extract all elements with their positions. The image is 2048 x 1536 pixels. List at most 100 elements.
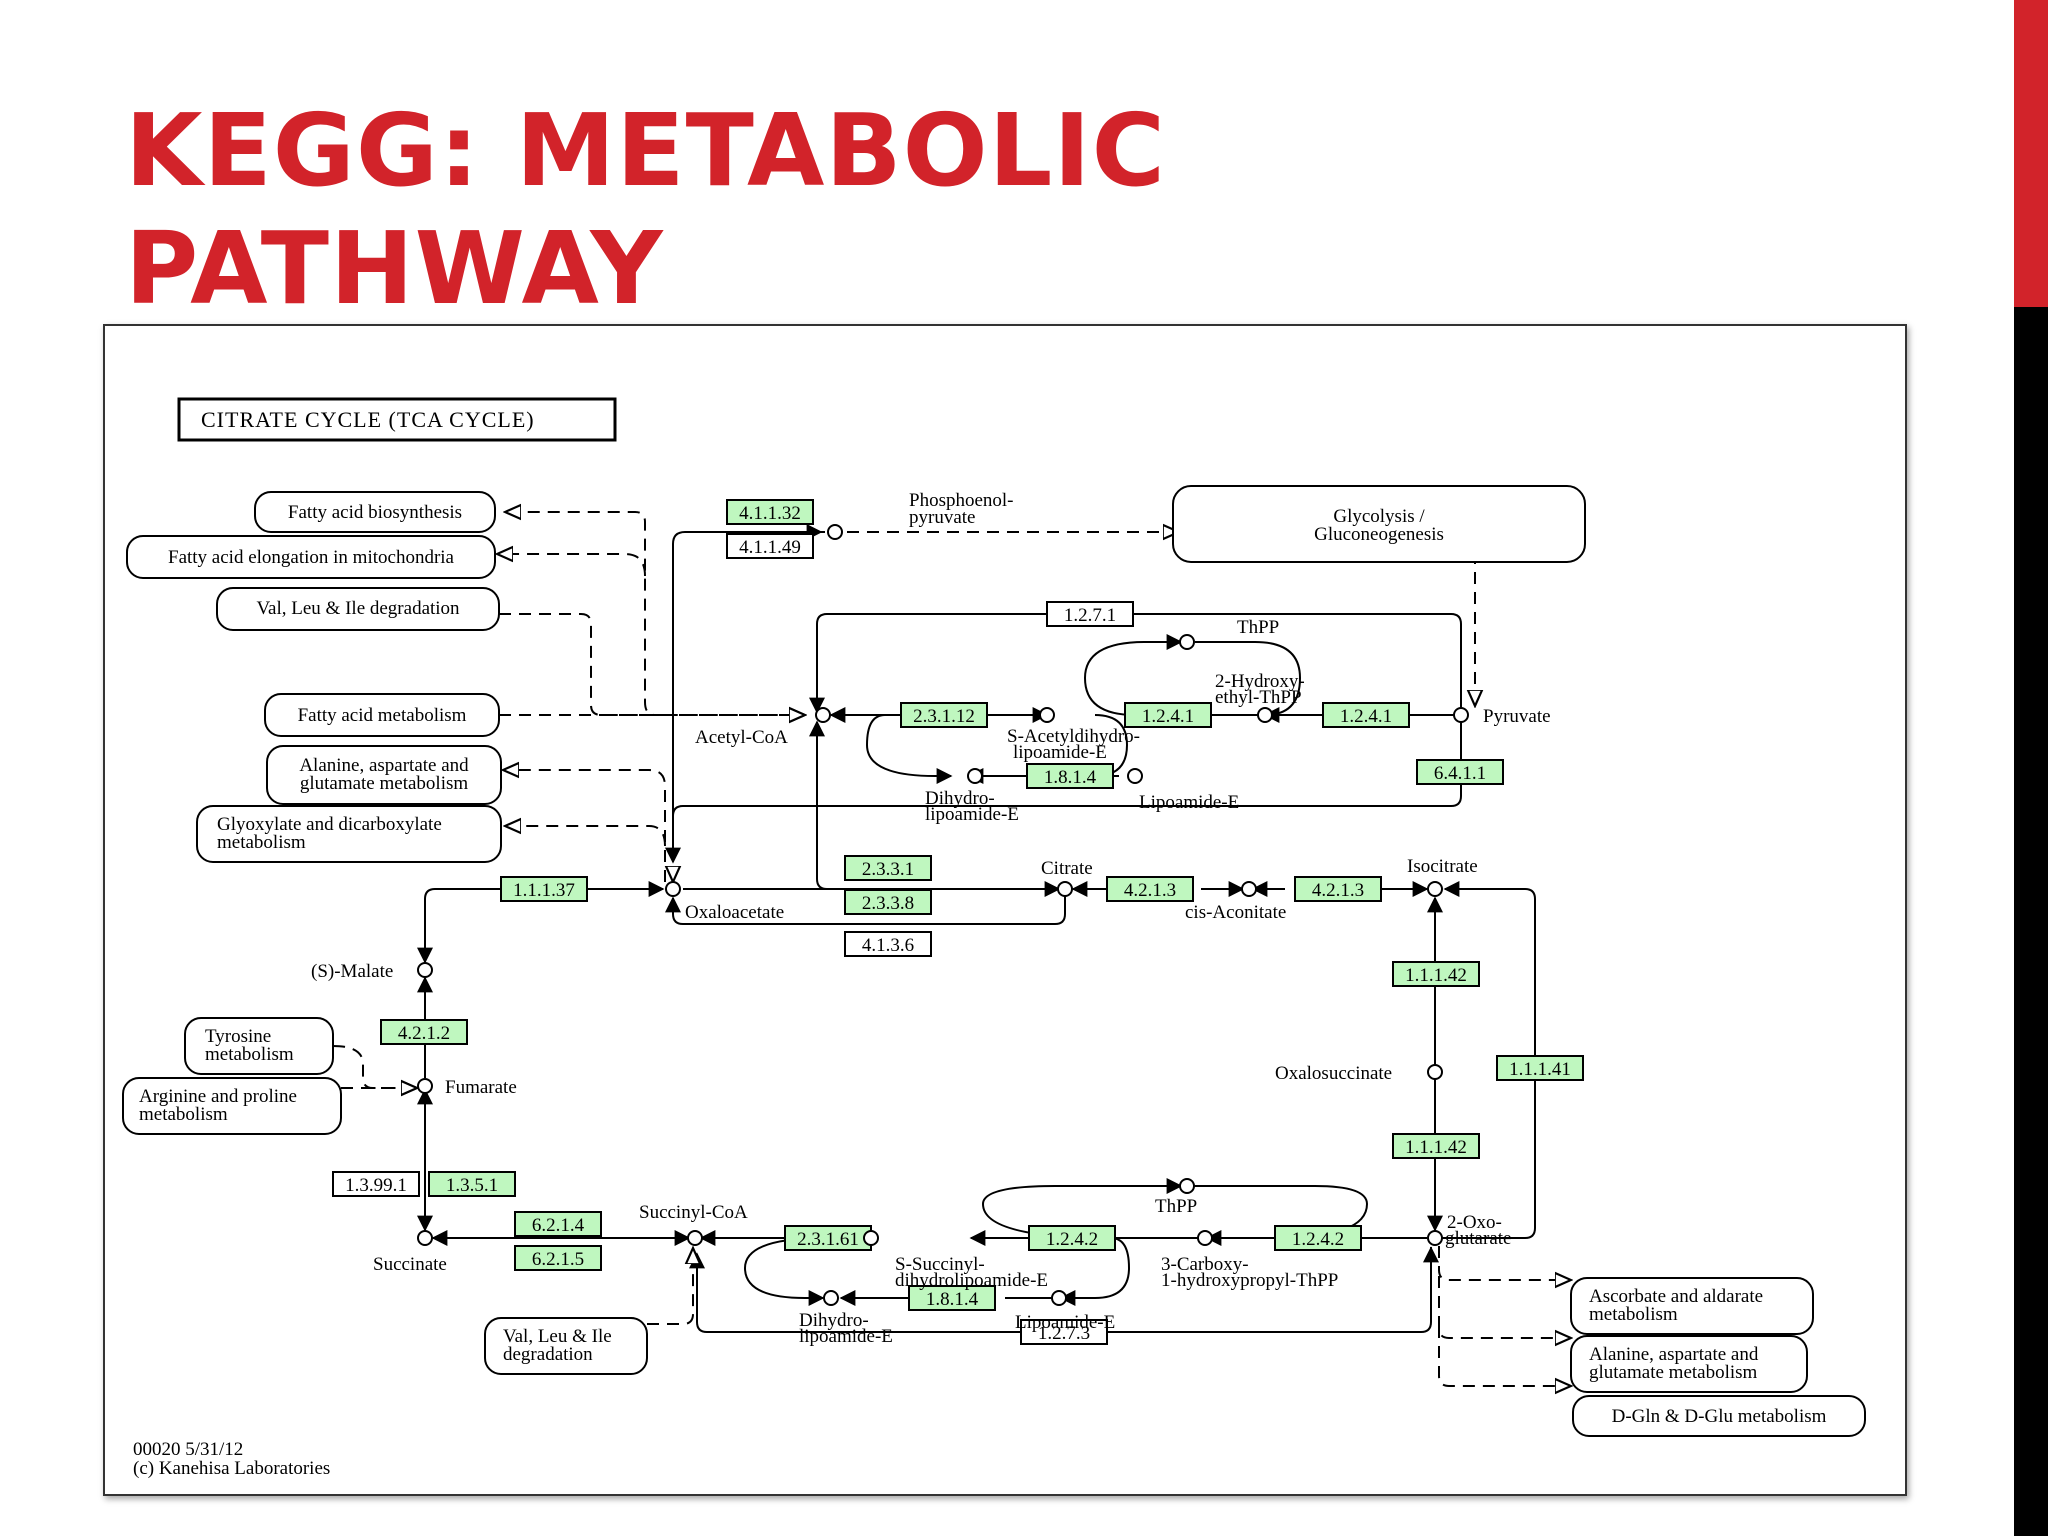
enzyme-box[interactable]: 1.2.4.2 <box>1028 1225 1116 1251</box>
compound-label: (S)-Malate <box>311 961 393 982</box>
compound-node-pyruvate[interactable] <box>1453 707 1469 723</box>
enzyme-label: 4.2.1.2 <box>398 1023 450 1044</box>
pathway-box-alanine-aspartate-glutamate-2[interactable]: Alanine, aspartate and glutamate metabol… <box>1570 1335 1808 1393</box>
compound-node-s-acetyldihydrolipoamide[interactable] <box>1039 707 1055 723</box>
enzyme-box[interactable]: 6.2.1.5 <box>514 1245 602 1271</box>
compound-node-acetyl-coa[interactable] <box>815 707 831 723</box>
pathway-label: metabolism <box>1589 1304 1678 1325</box>
pathway-label: Alanine, aspartate and <box>299 755 469 776</box>
pathway-label: metabolism <box>205 1044 294 1065</box>
compound-label: Lipoamide-E <box>1139 792 1239 813</box>
pathway-box-fatty-acid-metabolism[interactable]: Fatty acid metabolism <box>264 693 500 737</box>
compound-node-citrate[interactable] <box>1057 881 1073 897</box>
pathway-label: Fatty acid biosynthesis <box>288 502 462 523</box>
enzyme-label: 6.2.1.5 <box>532 1249 584 1270</box>
enzyme-box[interactable]: 1.2.4.1 <box>1322 702 1410 728</box>
compound-node-fumarate[interactable] <box>417 1078 433 1094</box>
compound-label: Dihydro- <box>799 1310 869 1331</box>
pathway-box-arginine-proline[interactable]: Arginine and proline metabolism <box>122 1077 342 1135</box>
enzyme-box[interactable]: 6.2.1.4 <box>514 1211 602 1237</box>
enzyme-box[interactable]: 1.2.7.3 <box>1020 1319 1108 1345</box>
enzyme-box[interactable]: 1.8.1.4 <box>1026 763 1114 789</box>
compound-node-carboxy-hydroxypropyl-thpp[interactable] <box>1197 1230 1213 1246</box>
pathway-label: Val, Leu & Ile <box>503 1326 612 1347</box>
pathway-label: Val, Leu & Ile degradation <box>256 598 460 619</box>
pathway-box-val-leu-ile-degradation-1[interactable]: Val, Leu & Ile degradation <box>216 587 500 631</box>
enzyme-label: 1.8.1.4 <box>1044 767 1097 788</box>
compound-node-hydroxyethyl-thpp[interactable] <box>1257 707 1273 723</box>
map-title-box: CITRATE CYCLE (TCA CYCLE) <box>177 397 617 442</box>
map-footer-copyright: (c) Kanehisa Laboratories <box>133 1458 330 1479</box>
compound-node-lipoamide[interactable] <box>1127 768 1143 784</box>
compound-node-oxaloacetate[interactable] <box>665 881 681 897</box>
compound-label: lipoamide-E <box>1013 742 1107 763</box>
enzyme-box[interactable]: 1.1.1.42 <box>1392 961 1480 987</box>
compound-node-cis-aconitate[interactable] <box>1241 881 1257 897</box>
compound-label: lipoamide-E <box>799 1326 893 1347</box>
compound-node-malate[interactable] <box>417 962 433 978</box>
pathway-box-glyoxylate-dicarboxylate[interactable]: Glyoxylate and dicarboxylate metabolism <box>196 805 502 863</box>
compound-node-succinate[interactable] <box>417 1230 433 1246</box>
enzyme-label: 1.1.1.37 <box>513 880 575 901</box>
enzyme-box[interactable]: 4.2.1.3 <box>1294 876 1382 902</box>
compound-node-isocitrate[interactable] <box>1427 881 1443 897</box>
enzyme-box[interactable]: 1.2.4.1 <box>1124 702 1212 728</box>
pathway-label: degradation <box>503 1344 593 1365</box>
pathway-link-lines <box>332 512 1571 1386</box>
pathway-map-figure: CITRATE CYCLE (TCA CYCLE) <box>103 324 1907 1496</box>
compound-node-dihydrolipoamide[interactable] <box>967 768 983 784</box>
pathway-box-alanine-aspartate-glutamate-1[interactable]: Alanine, aspartate and glutamate metabol… <box>266 745 502 805</box>
compound-node-thpp[interactable] <box>1179 634 1195 650</box>
enzyme-box[interactable]: 6.4.1.1 <box>1416 759 1504 785</box>
enzyme-box[interactable]: 4.1.3.6 <box>844 931 932 957</box>
enzyme-box[interactable]: 2.3.1.61 <box>784 1225 872 1251</box>
compound-node-dihydrolipoamide-2[interactable] <box>823 1290 839 1306</box>
enzyme-box[interactable]: 1.3.99.1 <box>332 1171 420 1197</box>
compound-node-succinyl-coa[interactable] <box>687 1230 703 1246</box>
compound-label: Oxaloacetate <box>685 902 784 923</box>
compound-label: pyruvate <box>909 507 975 528</box>
compound-nodes <box>417 524 1469 1306</box>
compound-node-phosphoenolpyruvate[interactable] <box>827 524 843 540</box>
compound-label: S-Acetyldihydro- <box>1007 726 1140 747</box>
enzyme-label: 2.3.3.8 <box>862 893 914 914</box>
compound-node-2-oxoglutarate[interactable] <box>1427 1230 1443 1246</box>
enzyme-box[interactable]: 1.1.1.41 <box>1496 1055 1584 1081</box>
enzyme-box[interactable]: 1.2.4.2 <box>1274 1225 1362 1251</box>
enzyme-box[interactable]: 1.1.1.37 <box>500 876 588 902</box>
pathway-box-val-leu-ile-degradation-2[interactable]: Val, Leu & Ile degradation <box>484 1317 648 1375</box>
enzyme-box[interactable]: 4.1.1.49 <box>726 533 814 559</box>
enzyme-box[interactable]: 2.3.1.12 <box>900 702 988 728</box>
enzyme-box[interactable]: 2.3.3.8 <box>844 889 932 915</box>
compound-node-thpp-2[interactable] <box>1179 1178 1195 1194</box>
pathway-label: Fatty acid elongation in mitochondria <box>168 547 455 568</box>
compound-label: 1-hydroxypropyl-ThPP <box>1161 1270 1338 1291</box>
pathway-label: D-Gln & D-Glu metabolism <box>1612 1406 1827 1427</box>
enzyme-box[interactable]: 1.2.7.1 <box>1046 601 1134 627</box>
pathway-box-ascorbate-aldarate[interactable]: Ascorbate and aldarate metabolism <box>1570 1277 1814 1335</box>
enzyme-box[interactable]: 4.2.1.3 <box>1106 876 1194 902</box>
compound-node-oxalosuccinate[interactable] <box>1427 1064 1443 1080</box>
enzyme-box[interactable]: 4.2.1.2 <box>380 1019 468 1045</box>
enzyme-box[interactable]: 1.1.1.42 <box>1392 1133 1480 1159</box>
pathway-box-tyrosine-metabolism[interactable]: Tyrosine metabolism <box>184 1017 334 1075</box>
compound-label: ThPP <box>1155 1196 1197 1217</box>
compound-node-s-succinyldihydrolipoamide[interactable] <box>863 1230 879 1246</box>
accent-bar-black <box>2014 307 2048 1536</box>
compound-node-lipoamide-2[interactable] <box>1051 1290 1067 1306</box>
enzyme-label: 1.2.4.2 <box>1046 1229 1098 1250</box>
pathway-label: Gluconeogenesis <box>1314 524 1444 545</box>
pathway-box-fatty-acid-biosynthesis[interactable]: Fatty acid biosynthesis <box>254 491 496 533</box>
compound-label: dihydrolipoamide-E <box>895 1270 1048 1291</box>
compound-label: Fumarate <box>445 1077 517 1098</box>
pathway-box-fatty-acid-elongation[interactable]: Fatty acid elongation in mitochondria <box>126 535 496 579</box>
enzyme-box[interactable]: 2.3.3.1 <box>844 855 932 881</box>
enzyme-label: 1.1.1.41 <box>1509 1059 1571 1080</box>
enzyme-box[interactable]: 4.1.1.32 <box>726 499 814 525</box>
enzyme-label: 1.2.4.2 <box>1292 1229 1344 1250</box>
compound-label: Lipoamide-E <box>1015 1312 1115 1333</box>
pathway-box-glycolysis[interactable]: Glycolysis / Gluconeogenesis <box>1172 485 1586 563</box>
pathway-box-d-gln-d-glu[interactable]: D-Gln & D-Glu metabolism <box>1572 1395 1866 1437</box>
enzyme-box[interactable]: 1.3.5.1 <box>428 1171 516 1197</box>
enzyme-box[interactable]: 1.8.1.4 <box>908 1285 996 1311</box>
